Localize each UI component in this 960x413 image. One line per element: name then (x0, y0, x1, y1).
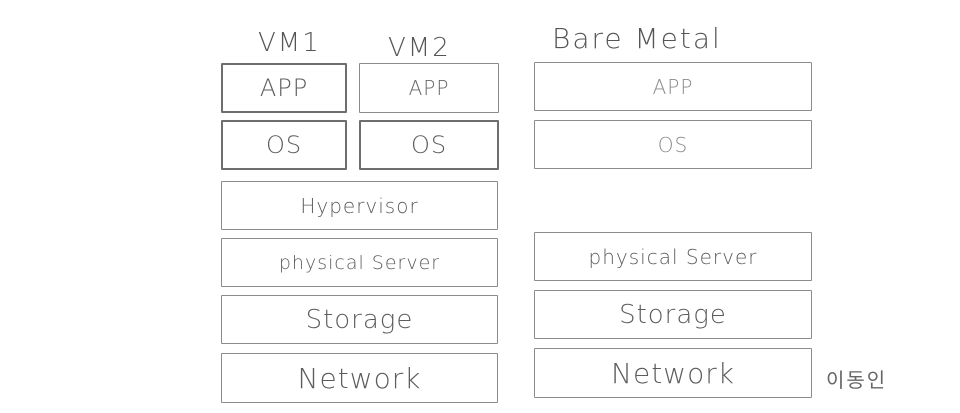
vm1-heading: VM1 (258, 28, 321, 58)
bare-metal-app-box: APP (534, 62, 812, 111)
vm1-app-box: APP (221, 63, 347, 113)
vm-physical-server-box: physical Server (221, 238, 498, 287)
vm-storage-box: Storage (221, 295, 498, 344)
author-signature: 이동인 (826, 368, 888, 392)
vm2-heading: VM2 (388, 33, 451, 63)
vm1-os-box: OS (221, 120, 347, 170)
bare-metal-os-box: OS (534, 120, 812, 169)
bare-metal-network-box: Network (534, 348, 812, 398)
vm2-app-box: APP (359, 63, 499, 113)
bare-metal-storage-box: Storage (534, 290, 812, 339)
vm-network-box: Network (221, 353, 498, 403)
vm2-os-box: OS (359, 120, 499, 170)
hypervisor-box: Hypervisor (221, 181, 498, 230)
bare-metal-physical-server-box: physical Server (534, 232, 812, 281)
bare-metal-heading: Bare Metal (552, 22, 722, 55)
